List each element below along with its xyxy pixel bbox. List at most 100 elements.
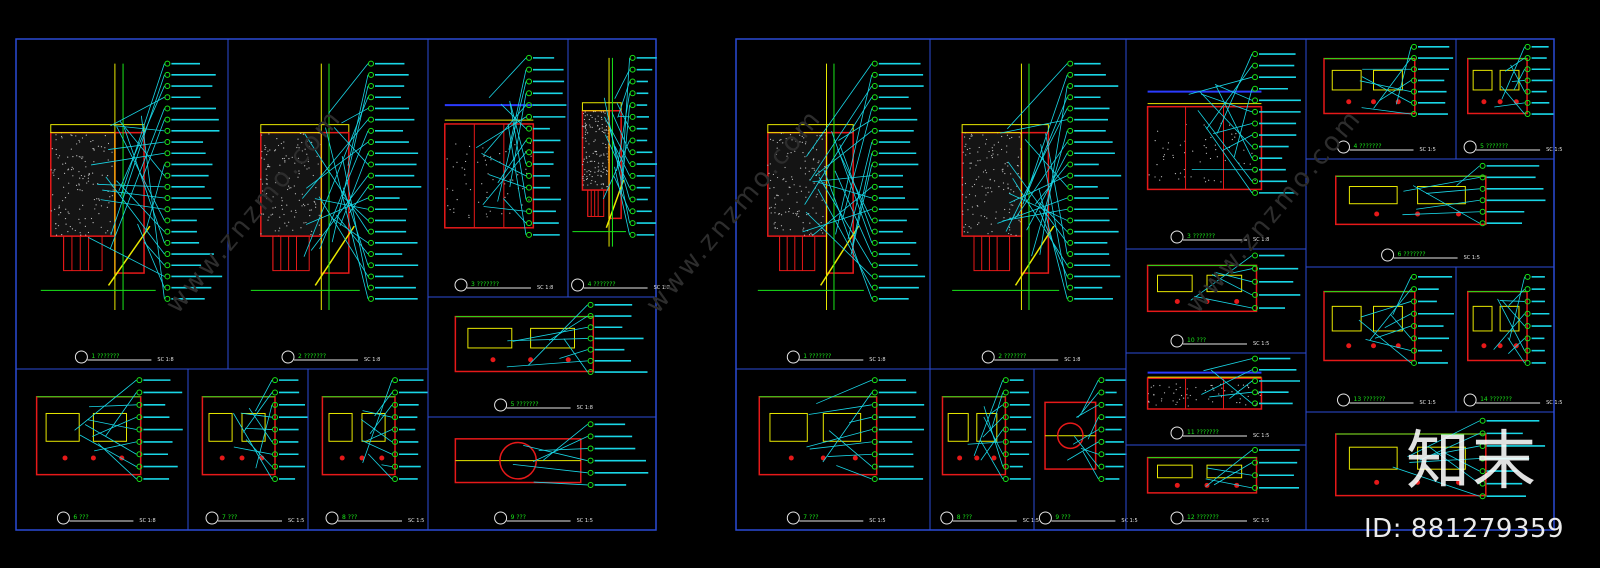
callout-marker — [392, 451, 398, 458]
cad-rect — [427, 416, 657, 531]
hatch-dot — [1006, 145, 1008, 147]
hatch-dot — [279, 227, 281, 229]
hatch-dot — [793, 184, 795, 186]
anchor-point — [991, 455, 997, 461]
hatch-dot — [279, 216, 281, 218]
hatch-dot — [64, 162, 67, 164]
hatch-dot — [464, 160, 467, 163]
hatch-dot — [98, 213, 100, 215]
callout-marker — [1002, 426, 1009, 433]
cad-line — [506, 360, 588, 368]
hatch-dot — [52, 172, 54, 174]
callout-marker — [1252, 278, 1258, 285]
callout-marker — [871, 284, 878, 291]
hatch-dot — [990, 223, 992, 225]
callout-marker — [1252, 97, 1258, 104]
hatch-dot — [993, 168, 995, 171]
cad-rect — [45, 412, 80, 442]
detail-number-circle — [981, 350, 995, 364]
callout-marker — [164, 239, 171, 246]
hatch-dot — [79, 232, 81, 234]
detail-number-circle — [1170, 511, 1184, 525]
cad-line — [1229, 380, 1253, 399]
hatch-dot — [63, 172, 66, 174]
hatch-dot — [584, 126, 586, 128]
hatch-dot — [815, 212, 817, 214]
cad-line — [123, 127, 165, 243]
callout-marker — [1411, 286, 1417, 293]
hatch-dot — [274, 230, 276, 232]
hatch-dot — [93, 198, 96, 201]
detail-number-circle — [1381, 248, 1395, 262]
callout-marker — [272, 426, 278, 433]
hatch-dot — [606, 153, 608, 155]
cad-rect — [1335, 175, 1487, 226]
callout-marker — [587, 335, 594, 342]
cad-line — [302, 119, 369, 199]
hatch-dot — [76, 143, 78, 145]
hatch-dot — [583, 179, 585, 182]
detail-bottom-right — [1305, 411, 1555, 531]
hatch-dot — [1163, 392, 1166, 394]
hatch-dot — [469, 189, 472, 191]
callout-marker — [368, 139, 374, 146]
hatch-dot — [262, 213, 265, 215]
hatch-dot — [967, 231, 969, 233]
hatch-dot — [601, 165, 604, 167]
callout-marker — [871, 94, 878, 101]
hatch-dot — [265, 197, 268, 200]
hatch-dot — [288, 187, 290, 189]
cad-line — [84, 424, 137, 455]
detail-scale: SC 1:8 — [869, 357, 885, 363]
cad-line — [314, 198, 369, 210]
hatch-dot — [311, 141, 313, 143]
hatch-dot — [275, 182, 277, 184]
hatch-dot — [1150, 386, 1152, 388]
hatch-dot — [270, 214, 272, 216]
callout-marker — [1067, 273, 1074, 280]
callout-marker — [136, 451, 143, 458]
hatch-dot — [101, 174, 103, 176]
cad-line — [255, 379, 273, 412]
callout-marker — [392, 475, 398, 482]
hatch-dot — [788, 186, 790, 188]
detail-title: 3 ??????? — [1187, 233, 1215, 240]
detail-title: 1 ??????? — [91, 353, 119, 360]
hatch-dot — [1203, 124, 1205, 126]
cad-line — [509, 100, 527, 200]
hatch-dot — [997, 141, 1000, 143]
callout-marker — [1524, 298, 1531, 305]
callout-marker — [526, 172, 532, 179]
hatch-dot — [985, 138, 988, 141]
cad-line — [360, 419, 393, 443]
hatch-dot — [1016, 164, 1019, 167]
hatch-dot — [787, 193, 789, 195]
cad-line — [849, 416, 872, 423]
hatch-dot — [600, 111, 603, 113]
callout-marker — [136, 475, 143, 482]
hatch-dot — [1018, 219, 1020, 221]
callout-marker — [272, 438, 278, 445]
cad-line — [482, 152, 527, 206]
hatch-dot — [584, 137, 587, 139]
hatch-dot — [804, 156, 806, 158]
callout-marker — [368, 71, 374, 78]
hatch-dot — [799, 167, 802, 169]
cad-line — [90, 152, 165, 166]
hatch-dot — [1229, 124, 1231, 126]
cad-rect — [1348, 446, 1398, 470]
hatch-dot — [780, 214, 783, 216]
hatch-dot — [1010, 189, 1012, 191]
cad-line — [835, 74, 873, 235]
hatch-dot — [85, 166, 87, 168]
hatch-dot — [769, 138, 772, 140]
callout-marker — [871, 228, 878, 235]
hatch-dot — [1162, 147, 1164, 149]
hatch-dot — [1257, 393, 1259, 395]
callout-marker — [1067, 105, 1074, 112]
hatch-dot — [1249, 163, 1251, 165]
anchor-point — [1234, 298, 1240, 304]
callout-marker — [1098, 475, 1105, 482]
hatch-dot — [267, 219, 269, 221]
